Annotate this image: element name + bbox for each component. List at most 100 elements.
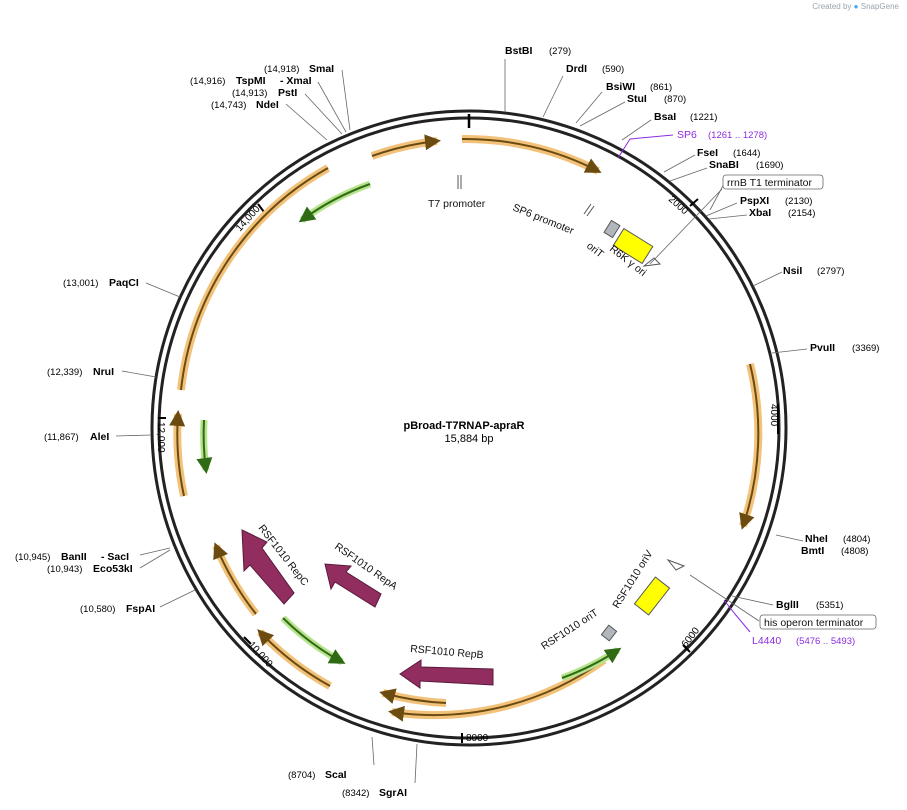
svg-text:BsaI: BsaI [654,111,676,123]
primer-sp6: SP6 (1261 .. 1278) [677,129,767,141]
svg-text:(14,916): (14,916) [190,76,225,87]
t7-promoter-mark [457,175,462,189]
rsf-oriv-box [633,576,671,616]
svg-text:(10,945): (10,945) [15,552,50,563]
svg-text:(8704): (8704) [288,770,315,781]
t7-promoter-label: T7 promoter [428,198,486,210]
site-fsei: FseI (1644) [697,147,760,159]
site-fspai: (10,580) FspAI [80,603,155,615]
rrnb-terminator-box: rrnB T1 terminator [722,174,824,190]
plasmid-size: 15,884 bp [445,433,494,445]
site-tspmi: (14,916) TspMI - XmaI [190,75,312,87]
rsf1010-repa-arrow [324,563,382,608]
site-psti: (14,913) PstI [232,87,297,99]
svg-text:(3369): (3369) [852,343,879,354]
site-bmti: BmtI (4808) [801,545,868,557]
svg-text:L4440: L4440 [752,635,781,647]
site-nhei: NheI (4804) [805,533,870,545]
site-snabi: SnaBI (1690) [709,159,783,171]
orit-top-label: oriT [584,240,606,261]
svg-text:(5351): (5351) [816,600,843,611]
rsf-orit-label: RSF1010 oriT [539,607,601,653]
orf-arc-upper-left [177,164,330,391]
site-nsii: NsiI (2797) [783,265,844,277]
svg-text:NruI: NruI [93,366,114,378]
svg-text:- XmaI: - XmaI [280,75,312,87]
svg-text:SnaBI: SnaBI [709,159,739,171]
svg-text:DrdI: DrdI [566,63,587,75]
svg-text:AleI: AleI [90,431,109,443]
svg-text:(870): (870) [664,94,686,105]
tick-label-8000: 8000 [466,733,489,744]
site-smai: (14,918) SmaI [264,63,334,75]
rsf-repb-label: RSF1010 RepB [410,643,484,661]
his-terminator-arrow [666,558,686,571]
watermark-text: Created by [812,2,852,11]
svg-text:FspAI: FspAI [126,603,155,615]
svg-text:PspXI: PspXI [740,195,769,207]
green-arcs [196,180,622,682]
site-bglii: BglII (5351) [776,599,843,611]
watermark-brand: SnapGene [860,2,899,11]
tick-12000: 12,000 [155,417,166,453]
svg-text:(14,918): (14,918) [264,64,299,75]
site-xbai: XbaI (2154) [749,207,815,219]
rsf1010-repc-arrow [241,529,295,605]
his-terminator-box: his operon terminator [759,614,877,630]
svg-text:NdeI: NdeI [256,99,279,111]
rsf-orit-box [600,624,618,642]
site-pvuii: PvuII (3369) [810,342,879,354]
site-banii: (10,945) BanII - SacI [15,551,129,563]
svg-text:BmtI: BmtI [801,545,824,557]
svg-text:(1690): (1690) [756,160,783,171]
svg-text:SgrAI: SgrAI [379,787,407,799]
site-paqci: (13,001) PaqCI [63,277,139,289]
svg-text:TspMI: TspMI [236,75,266,87]
svg-text:BstBI: BstBI [505,45,533,57]
site-alei: (11,867) AleI [44,431,109,443]
green-arc-lower-left [280,615,344,666]
svg-text:(12,339): (12,339) [47,367,82,378]
svg-text:Eco53kI: Eco53kI [93,563,133,575]
backbone-outer [150,109,788,747]
tick-label-4000: 4000 [768,404,779,427]
svg-text:StuI: StuI [627,93,647,105]
r6k-ori-box [612,227,654,265]
svg-text:NsiI: NsiI [783,265,802,277]
svg-text:(14,743): (14,743) [211,100,246,111]
svg-text:(1644): (1644) [733,148,760,159]
svg-text:BanII: BanII [61,551,87,563]
svg-text:rrnB T1 terminator: rrnB T1 terminator [727,177,813,189]
sp6-primer-leader [617,134,674,159]
svg-text:(14,913): (14,913) [232,88,267,99]
sp6-promoter-label: SP6 promoter [511,202,576,238]
svg-text:(13,001): (13,001) [63,278,98,289]
primer-l4440: L4440 (5476 .. 5493) [752,635,855,647]
site-ndei: (14,743) NdeI [211,99,279,111]
left-leaders [115,69,351,608]
tick-4000: 4000 [768,404,779,434]
svg-text:BsiWI: BsiWI [606,81,635,93]
plasmid-name: pBroad-T7RNAP-apraR [403,420,524,432]
svg-text:(5476 .. 5493): (5476 .. 5493) [796,636,855,647]
site-drdi: DrdI (590) [566,63,624,75]
snapgene-logo-icon: ● [853,2,859,11]
svg-text:SmaI: SmaI [309,63,334,75]
site-bsai: BsaI (1221) [654,111,717,123]
svg-text:BglII: BglII [776,599,799,611]
l4440-primer-leader [723,599,751,633]
svg-text:(4808): (4808) [841,546,868,557]
site-stui: StuI (870) [627,93,686,105]
rsf1010-repb-arrow [399,659,494,689]
green-arc-upper-left [299,180,372,223]
svg-text:XbaI: XbaI [749,207,771,219]
svg-text:(861): (861) [650,82,672,93]
svg-text:(11,867): (11,867) [44,432,79,443]
svg-text:NheI: NheI [805,533,828,545]
svg-text:(4804): (4804) [843,534,870,545]
snapgene-watermark: Created by ● SnapGene [812,2,899,11]
svg-text:(2154): (2154) [788,208,815,219]
svg-text:(2130): (2130) [785,196,812,207]
svg-text:(10,943): (10,943) [47,564,82,575]
